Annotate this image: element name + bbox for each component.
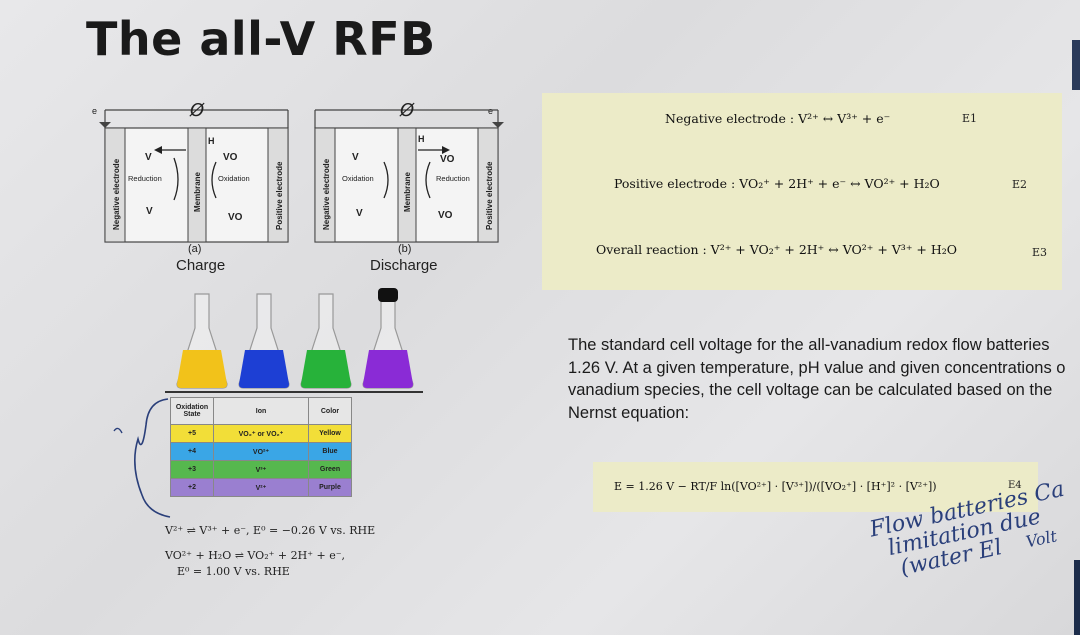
table-cell-ion: VO₂⁺ or VO₂⁺	[213, 424, 309, 443]
table-cell-ion: V³⁺	[213, 460, 309, 479]
charge-positive-electrode-label: Positive electrode	[275, 161, 284, 230]
discharge-negative-electrode-label: Negative electrode	[322, 158, 331, 230]
table-cell-color: Yellow	[308, 424, 352, 443]
charge-right-process: Oxidation	[218, 174, 250, 183]
half-reaction-positive: VO²⁺ + H₂O ⇌ VO₂⁺ + 2H⁺ + e⁻,	[165, 549, 346, 562]
flask-liquid	[177, 350, 227, 388]
table-row: +3 V³⁺ Green	[170, 460, 352, 479]
table-row: +4 VO²⁺ Blue	[170, 442, 352, 461]
flask-liquid	[363, 350, 413, 388]
header-ion: Ion	[213, 397, 309, 425]
charge-negative-electrode-label: Negative electrode	[112, 158, 121, 230]
discharge-source-icon: Ø	[399, 100, 415, 121]
equation-label-e1: E1	[962, 112, 978, 125]
vanadium-flasks	[165, 288, 423, 393]
charge-right-bottom-ion: VO	[228, 212, 243, 223]
paragraph-line: The standard cell voltage for the all-va…	[568, 336, 1050, 354]
flask	[176, 293, 228, 389]
discharge-right-bottom-ion: VO	[438, 210, 453, 221]
slide-edge-bar	[1072, 40, 1080, 90]
flask	[300, 293, 352, 389]
flask	[362, 288, 414, 389]
discharge-right-process: Reduction	[436, 174, 470, 183]
half-reaction-positive-potential: E⁰ = 1.00 V vs. RHE	[177, 565, 290, 578]
flask-stopper	[378, 288, 398, 302]
charge-caption-letter: (a)	[188, 243, 201, 255]
table-cell-color: Purple	[308, 478, 352, 497]
equation-label-e3: E3	[1032, 246, 1048, 259]
table-cell-ion: V²⁺	[213, 478, 309, 497]
equation-panel	[542, 93, 1062, 290]
charge-left-bottom-ion: V	[146, 206, 153, 217]
discharge-caption-letter: (b)	[398, 243, 411, 255]
discharge-cell: e Ø Negative electrode Membrane Positive…	[314, 100, 504, 274]
flask	[238, 293, 290, 389]
discharge-right-top-ion: VO	[440, 154, 455, 165]
paragraph-line: 1.26 V. At a given temperature, pH value…	[568, 358, 1066, 377]
discharge-positive-electrode-label: Positive electrode	[485, 161, 494, 230]
discharge-left-top-ion: V	[352, 152, 359, 163]
table-cell-color: Green	[308, 460, 352, 479]
oxidation-state-table: Oxidation State Ion Color +5 VO₂⁺ or VO₂…	[170, 397, 352, 497]
paragraph-line: Nernst equation:	[568, 403, 690, 422]
charge-electron-label: e	[92, 106, 97, 116]
table-cell-color: Blue	[308, 442, 352, 461]
discharge-proton-label: H	[418, 134, 425, 144]
equation-overall-reaction: Overall reaction : V²⁺ + VO₂⁺ + 2H⁺ ↔ VO…	[596, 242, 957, 257]
nernst-equation: E = 1.26 V − RT/F ln([VO²⁺] · [V³⁺])/([V…	[614, 480, 937, 493]
charge-source-icon: Ø	[189, 100, 205, 121]
flask-liquid	[239, 350, 289, 388]
discharge-membrane-label: Membrane	[403, 171, 412, 212]
discharge-caption: Discharge	[370, 257, 438, 274]
equation-positive-electrode: Positive electrode : VO₂⁺ + 2H⁺ + e⁻ ↔ V…	[614, 176, 940, 191]
voltage-paragraph: The standard cell voltage for the all-va…	[568, 334, 1080, 424]
charge-left-top-ion: V	[145, 152, 152, 163]
header-oxidation-state: Oxidation State	[170, 397, 214, 425]
charge-right-top-ion: VO	[223, 152, 238, 163]
table-cell-ion: VO²⁺	[213, 442, 309, 461]
header-color: Color	[308, 397, 352, 425]
slide-title: The all-V RFB	[86, 12, 436, 66]
discharge-left-process: Oxidation	[342, 174, 374, 183]
table-header-row: Oxidation State Ion Color	[170, 397, 352, 425]
equation-label-e4: E4	[1008, 480, 1022, 491]
equation-label-e2: E2	[1012, 178, 1028, 191]
charge-proton-label: H	[208, 136, 215, 146]
charge-caption: Charge	[176, 257, 225, 274]
discharge-left-bottom-ion: V	[356, 208, 363, 219]
discharge-electron-label: e	[488, 106, 493, 116]
cell-diagrams: e Ø Negative electrode Membrane Positive…	[92, 100, 504, 274]
half-reaction-negative: V²⁺ ⇌ V³⁺ + e⁻, E⁰ = −0.26 V vs. RHE	[165, 524, 376, 537]
charge-membrane-label: Membrane	[193, 171, 202, 212]
charge-cell: e Ø Negative electrode Membrane Positive…	[92, 100, 289, 274]
table-row: +2 V²⁺ Purple	[170, 478, 352, 497]
equation-negative-electrode: Negative electrode : V²⁺ ↔ V³⁺ + e⁻	[665, 111, 891, 126]
slide-edge-bar-lower	[1074, 560, 1080, 635]
table-row: +5 VO₂⁺ or VO₂⁺ Yellow	[170, 424, 352, 443]
flask-liquid	[301, 350, 351, 388]
handwritten-bracket	[113, 398, 171, 518]
nernst-equation-panel	[593, 462, 1038, 512]
paragraph-line: vanadium species, the cell voltage can b…	[568, 381, 1053, 399]
charge-left-process: Reduction	[128, 174, 162, 183]
